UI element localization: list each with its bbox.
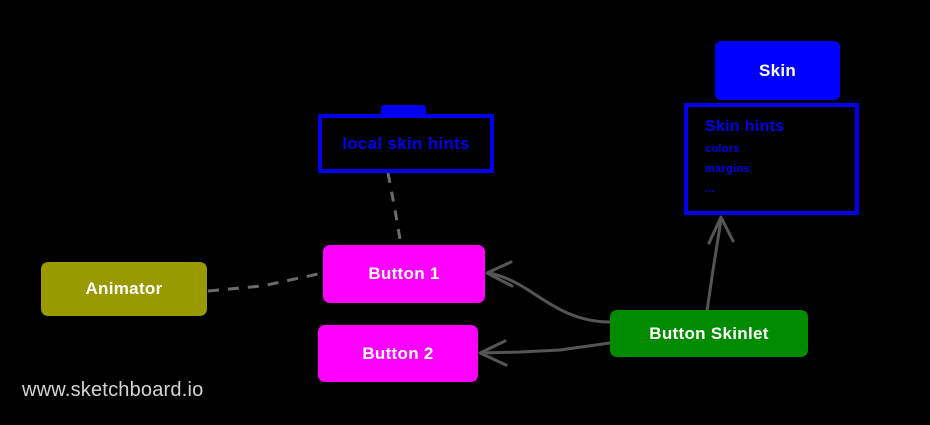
node-button-1[interactable]: Button 1 bbox=[323, 245, 485, 303]
note-tab-icon bbox=[381, 105, 426, 118]
node-animator-label: Animator bbox=[85, 279, 163, 298]
node-skin[interactable]: Skin bbox=[715, 41, 840, 100]
node-local-skin-hints-label: local skin hints bbox=[342, 133, 470, 153]
node-button-2-label: Button 2 bbox=[362, 343, 434, 363]
connector-skinlet-to-button2 bbox=[480, 341, 612, 355]
connector-localhints-to-button1 bbox=[386, 172, 403, 246]
node-skin-hints-item-margins: margins bbox=[705, 163, 750, 175]
node-button-1-label: Button 1 bbox=[368, 264, 440, 283]
node-skin-hints-item-ellipsis: ... bbox=[705, 183, 716, 195]
connector-skinlet-to-button1 bbox=[487, 271, 612, 324]
arrowhead-skinlet-to-button2 bbox=[478, 339, 508, 367]
arrowhead-skinlet-to-button1 bbox=[485, 260, 514, 288]
node-button-2[interactable]: Button 2 bbox=[318, 325, 478, 382]
arrowhead-skinlet-to-skinhints bbox=[707, 215, 735, 245]
node-skin-hints-item-colors: colors bbox=[705, 143, 740, 155]
node-button-skinlet[interactable]: Button Skinlet bbox=[610, 310, 808, 357]
node-animator[interactable]: Animator bbox=[41, 262, 207, 316]
connector-skinlet-to-skinhints bbox=[705, 218, 723, 313]
node-local-skin-hints[interactable]: local skin hints bbox=[318, 114, 494, 173]
node-skin-hints-title: Skin hints bbox=[705, 118, 785, 135]
node-button-skinlet-label: Button Skinlet bbox=[649, 323, 769, 343]
node-skin-hints[interactable]: Skin hints colors margins ... bbox=[684, 103, 859, 215]
node-skin-label: Skin bbox=[758, 60, 797, 80]
watermark: www.sketchboard.io bbox=[22, 379, 204, 401]
connector-animator-to-button1 bbox=[207, 272, 319, 293]
